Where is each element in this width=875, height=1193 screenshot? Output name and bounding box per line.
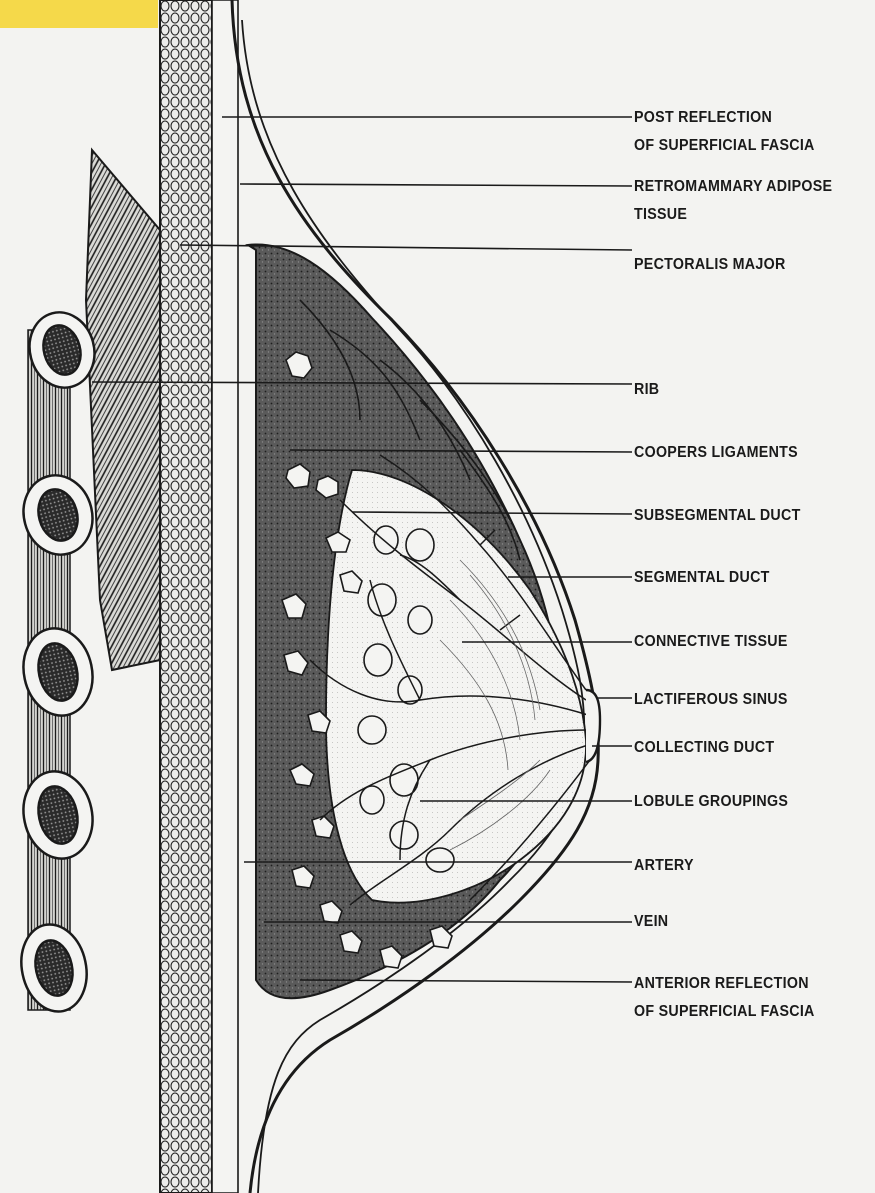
label-lobule-groupings: LOBULE GROUPINGS: [634, 788, 788, 816]
label-connective-tissue: CONNECTIVE TISSUE: [634, 628, 788, 656]
label-collecting-duct: COLLECTING DUCT: [634, 734, 774, 762]
label-lactiferous-sinus: LACTIFEROUS SINUS: [634, 686, 788, 714]
label-subsegmental-duct: SUBSEGMENTAL DUCT: [634, 502, 801, 530]
chest-wall-fascia-column: [160, 0, 212, 1193]
label-retromammary-adipose-tissue: RETROMAMMARY ADIPOSE TISSUE: [634, 173, 832, 229]
label-post-reflection: POST REFLECTION OF SUPERFICIAL FASCIA: [634, 104, 815, 160]
label-segmental-duct: SEGMENTAL DUCT: [634, 564, 770, 592]
label-coopers-ligaments: COOPERS LIGAMENTS: [634, 439, 798, 467]
label-artery: ARTERY: [634, 852, 694, 880]
label-anterior-reflection: ANTERIOR REFLECTION OF SUPERFICIAL FASCI…: [634, 970, 815, 1026]
pectoralis-muscle: [86, 150, 160, 670]
retromammary-band: [212, 0, 238, 1193]
label-vein: VEIN: [634, 908, 668, 936]
label-pectoralis-major: PECTORALIS MAJOR: [634, 251, 786, 279]
label-rib: RIB: [634, 376, 659, 404]
